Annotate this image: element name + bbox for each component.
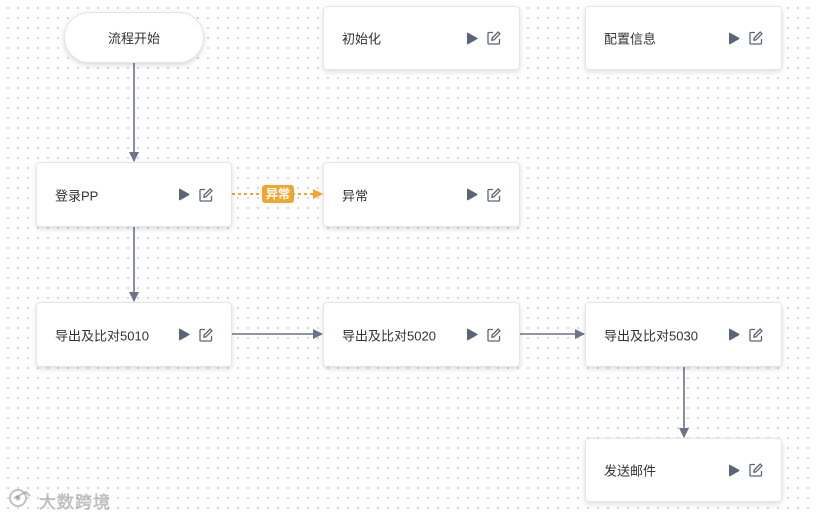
play-icon[interactable] xyxy=(465,188,479,202)
node-exception[interactable]: 异常 xyxy=(323,162,520,227)
watermark: 大数跨境 xyxy=(8,488,111,513)
node-export5020-label: 导出及比对5020 xyxy=(342,328,436,343)
node-config[interactable]: 配置信息 xyxy=(585,6,782,70)
play-icon[interactable] xyxy=(465,328,479,342)
node-login[interactable]: 登录PP xyxy=(36,162,232,227)
node-login-label: 登录PP xyxy=(55,188,99,203)
node-init[interactable]: 初始化 xyxy=(323,6,520,70)
edit-icon[interactable] xyxy=(487,31,501,45)
node-init-label: 初始化 xyxy=(342,31,382,47)
edit-icon[interactable] xyxy=(749,463,763,477)
start-node[interactable]: 流程开始 xyxy=(64,12,204,63)
node-export5030-label: 导出及比对5030 xyxy=(604,328,698,343)
edit-icon[interactable] xyxy=(749,327,763,342)
edit-icon[interactable] xyxy=(487,327,501,342)
exception-edge-label[interactable]: 异常 xyxy=(262,185,295,203)
watermark-text: 大数跨境 xyxy=(39,493,111,512)
node-export5030[interactable]: 导出及比对5030 xyxy=(585,302,782,367)
play-icon[interactable] xyxy=(177,328,191,342)
play-icon[interactable] xyxy=(465,31,479,45)
play-icon[interactable] xyxy=(727,463,741,477)
edit-icon[interactable] xyxy=(749,31,763,45)
node-export5010[interactable]: 导出及比对5010 xyxy=(36,302,232,367)
node-email[interactable]: 发送邮件 xyxy=(585,438,782,502)
edit-icon[interactable] xyxy=(199,187,213,202)
node-export5020[interactable]: 导出及比对5020 xyxy=(323,302,520,367)
start-node-label: 流程开始 xyxy=(107,31,160,46)
play-icon[interactable] xyxy=(177,188,191,202)
play-icon[interactable] xyxy=(727,328,741,342)
node-exception-label: 异常 xyxy=(342,188,369,203)
play-icon[interactable] xyxy=(727,31,741,45)
node-export5010-label: 导出及比对5010 xyxy=(55,328,149,343)
node-config-label: 配置信息 xyxy=(604,31,657,47)
node-email-label: 发送邮件 xyxy=(604,463,657,479)
edit-icon[interactable] xyxy=(487,187,501,202)
logo-icon xyxy=(8,488,34,513)
edit-icon[interactable] xyxy=(199,327,213,342)
